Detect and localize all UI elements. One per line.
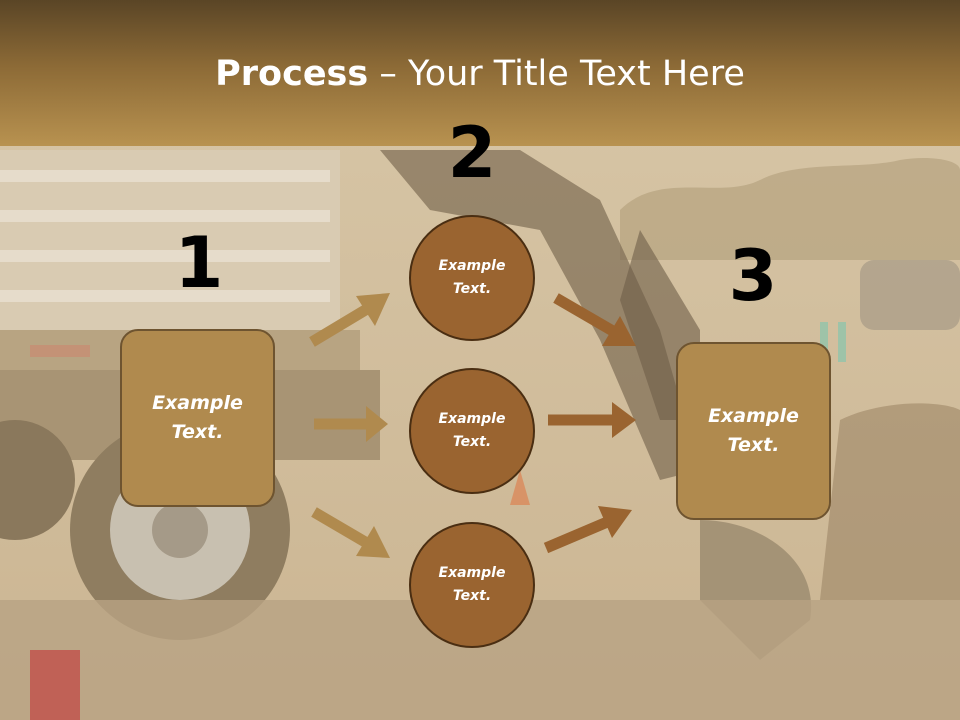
arrow-left-to-bottom xyxy=(311,507,390,558)
step-number-3: 3 xyxy=(728,235,778,317)
slide-title: Process – Your Title Text Here xyxy=(0,52,960,96)
step-2-circle-middle: Example Text. xyxy=(409,368,535,494)
title-bar xyxy=(0,0,960,146)
title-rest: – Your Title Text Here xyxy=(368,54,745,94)
arrow-top-to-right xyxy=(553,293,636,346)
step-1-box: Example Text. xyxy=(120,329,275,507)
step-number-1: 1 xyxy=(174,222,224,304)
arrow-left-to-middle xyxy=(314,406,388,442)
step-2-circle-bottom: Example Text. xyxy=(409,522,535,648)
arrow-left-to-top xyxy=(309,293,390,347)
step-3-box: Example Text. xyxy=(676,342,831,520)
step-number-2: 2 xyxy=(447,112,497,194)
step-2-circle-top: Example Text. xyxy=(409,215,535,341)
arrow-middle-to-right xyxy=(548,402,636,438)
title-strong: Process xyxy=(215,54,369,94)
arrow-bottom-to-right xyxy=(543,506,632,554)
